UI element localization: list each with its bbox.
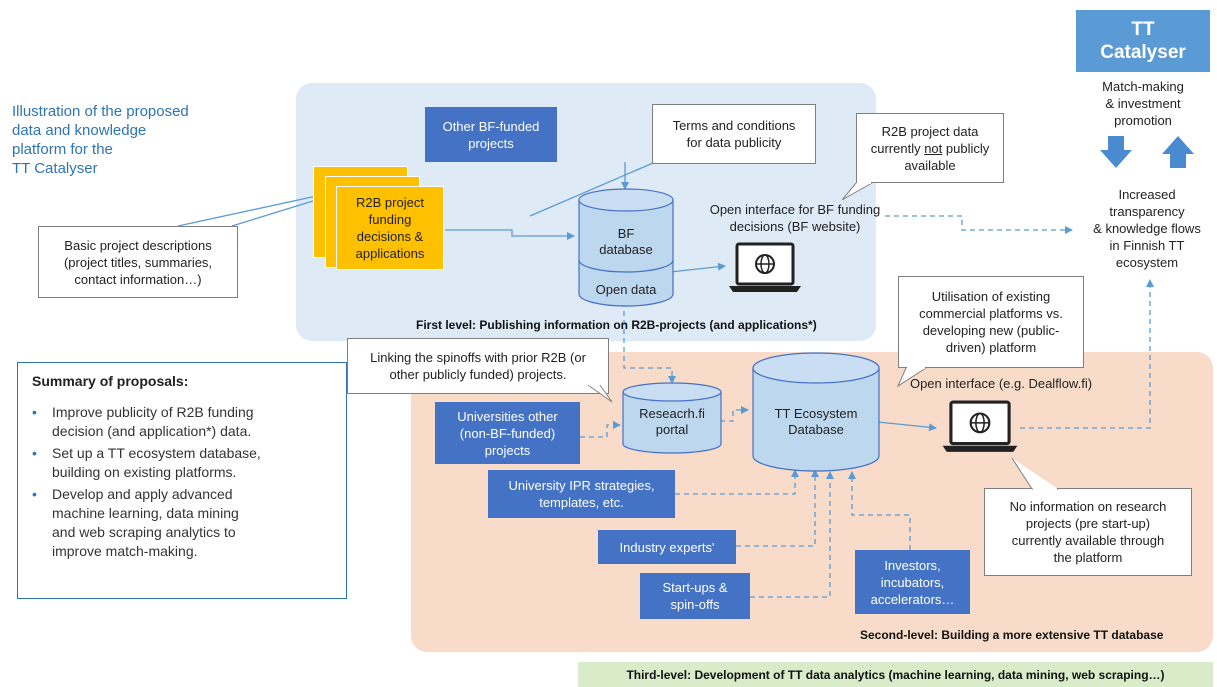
research-portal-cylinder bbox=[622, 382, 722, 454]
pointer-basic-1 bbox=[177, 191, 336, 227]
open-data-label: Open data bbox=[595, 282, 657, 297]
arrow-universities-to-portal bbox=[580, 421, 621, 438]
arrow-ipr-to-ttdb bbox=[675, 469, 799, 495]
linking-callout: Linking the spinoffs with prior R2B (or … bbox=[347, 338, 609, 394]
utilisation-callout-tail bbox=[896, 367, 927, 388]
research-portal-label: Reseacrh.fi portal bbox=[639, 406, 705, 437]
terms-callout: Terms and conditions for data publicity bbox=[652, 104, 816, 164]
summary-box: Summary of proposals: • Improve publicit… bbox=[17, 362, 347, 599]
arrow-bfdb-to-laptop bbox=[669, 262, 726, 273]
third-level-panel bbox=[578, 662, 1213, 687]
arrow-investors-to-ttdb bbox=[848, 471, 911, 550]
tt-ecosystem-db-label: TT Ecosystem Database bbox=[774, 406, 858, 437]
arrow-laptop-to-transparency bbox=[1020, 279, 1154, 429]
basic-descriptions-callout: Basic project descriptions (project titl… bbox=[38, 226, 238, 298]
investors-box: Investors, incubators, accelerators… bbox=[855, 550, 970, 614]
r2b-callout-tail bbox=[842, 182, 873, 201]
arrow-down-icon bbox=[1100, 136, 1132, 168]
arrow-portal-to-ttdb bbox=[720, 406, 749, 422]
pointer-terms bbox=[529, 159, 661, 217]
universities-box: Universities other (non-BF-funded) proje… bbox=[435, 402, 580, 464]
utilisation-callout: Utilisation of existing commercial platf… bbox=[898, 276, 1084, 368]
first-level-label: First level: Publishing information on R… bbox=[416, 318, 817, 332]
arrow-bfdb-to-portal bbox=[623, 302, 676, 384]
startups-box: Start-ups & spin-offs bbox=[640, 573, 750, 619]
bf-open-interface-label: Open interface for BF funding decisions … bbox=[709, 202, 881, 234]
arrow-ttdb-to-laptop bbox=[877, 421, 937, 432]
bf-database-cylinder bbox=[578, 188, 674, 307]
r2b-card: R2B project funding decisions & applicat… bbox=[336, 186, 444, 270]
no-info-callout: No information on research projects (pre… bbox=[984, 488, 1192, 576]
dealflow-interface-label: Open interface (e.g. Dealflow.fi) bbox=[909, 376, 1093, 391]
second-level-label: Second-level: Building a more extensive … bbox=[860, 628, 1164, 642]
bf-database-label: BF database bbox=[599, 226, 653, 257]
bullet-dot: • bbox=[32, 486, 37, 502]
ipr-strategies-box: University IPR strategies, templates, et… bbox=[488, 470, 675, 518]
intro-title: Illustration of the proposed data and kn… bbox=[12, 103, 189, 177]
tt-ecosystem-db-cylinder bbox=[752, 352, 880, 472]
industry-experts-box: Industry experts' bbox=[598, 530, 736, 564]
arrow-industry-to-ttdb bbox=[736, 469, 819, 547]
r2b-data-callout: R2B project data currently not publicly … bbox=[856, 113, 1004, 183]
bullet-dot: • bbox=[32, 445, 37, 461]
linking-callout-tail bbox=[587, 384, 613, 403]
laptop-globe-icon bbox=[729, 242, 801, 292]
no-info-callout-tail bbox=[1011, 457, 1058, 490]
laptop-globe-icon bbox=[942, 400, 1018, 452]
bullet-dot: • bbox=[32, 404, 37, 420]
third-level-label: Third-level: Development of TT data anal… bbox=[626, 667, 1165, 682]
tt-catalyser-box: TT Catalyser bbox=[1076, 10, 1210, 72]
arrow-r2b-to-bfdb bbox=[445, 229, 575, 240]
arrow-up-icon bbox=[1162, 136, 1194, 168]
arrow-bf-to-transparency bbox=[885, 215, 1073, 234]
summary-bullet: • Set up a TT ecosystem database,buildin… bbox=[32, 445, 261, 480]
transparency-text: Increased transparency & knowledge flows… bbox=[1093, 187, 1201, 270]
promotion-text: Match-making & investment promotion bbox=[1102, 79, 1184, 128]
other-bf-funded-box: Other BF-funded projects bbox=[425, 107, 557, 162]
arrow-startups-to-ttdb bbox=[750, 471, 834, 598]
summary-title: Summary of proposals: bbox=[32, 373, 189, 389]
